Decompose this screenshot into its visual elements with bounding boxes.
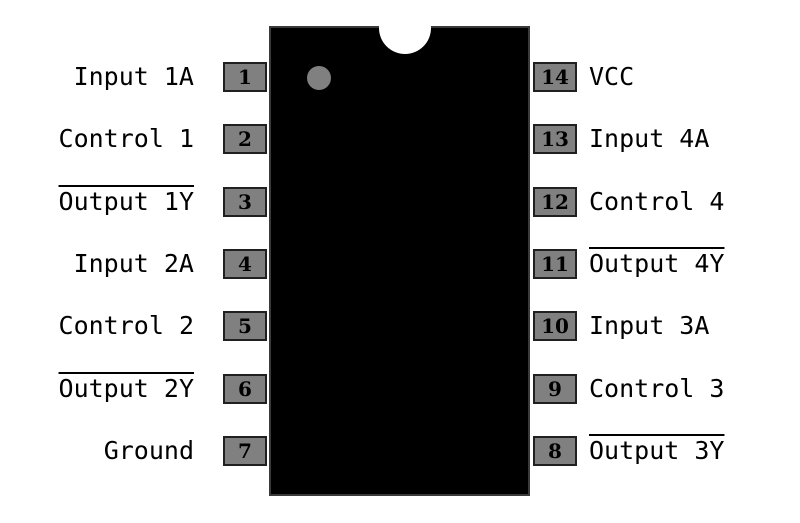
pin-4-label-text: Input 2A [73, 249, 194, 278]
pin-5-label-text: Control 2 [58, 311, 194, 340]
pin-11-label-text: Output 4Y [589, 249, 725, 278]
pin-8-number: 8 [533, 436, 577, 466]
pin-4-number: 4 [223, 249, 267, 279]
pin-5-label: Control 2 [0, 308, 194, 344]
pin-7-label: Ground [0, 433, 194, 469]
pin-5-number: 5 [223, 311, 267, 341]
pin-6-label-text: Output 2Y [58, 374, 194, 403]
pin-8-label: Output 3Y [589, 433, 794, 469]
pin-10-label: Input 3A [589, 308, 794, 344]
pin-14-label-text: VCC [589, 62, 635, 91]
pin-1-number: 1 [223, 62, 267, 92]
pin-7-label-text: Ground [103, 436, 194, 465]
chip-body [269, 2, 530, 496]
pin-12-number: 12 [533, 187, 577, 217]
pin-13-label: Input 4A [589, 121, 794, 157]
pin-1-label-text: Input 1A [73, 62, 194, 91]
pin-13-number: 13 [533, 124, 577, 154]
pin-2-label-text: Control 1 [58, 124, 194, 153]
pin-7-number: 7 [223, 436, 267, 466]
pin-3-label: Output 1Y [0, 184, 194, 220]
pin-2-number: 2 [223, 124, 267, 154]
pin-14-label: VCC [589, 59, 794, 95]
pin-9-label: Control 3 [589, 371, 794, 407]
pin1-indicator-dot [307, 66, 331, 90]
pin-8-label-text: Output 3Y [589, 436, 725, 465]
pin-2-label: Control 1 [0, 121, 194, 157]
pin-1-label: Input 1A [0, 59, 194, 95]
pin-3-number: 3 [223, 187, 267, 217]
pin-11-number: 11 [533, 249, 577, 279]
pin-9-label-text: Control 3 [589, 374, 725, 403]
orientation-notch [379, 2, 431, 54]
pin-14-number: 14 [533, 62, 577, 92]
pin-9-number: 9 [533, 374, 577, 404]
pin-3-label-text: Output 1Y [58, 187, 194, 216]
pin-11-label: Output 4Y [589, 246, 794, 282]
pin-6-number: 6 [223, 374, 267, 404]
pin-10-label-text: Input 3A [589, 311, 710, 340]
pin-6-label: Output 2Y [0, 371, 194, 407]
pin-4-label: Input 2A [0, 246, 194, 282]
pin-10-number: 10 [533, 311, 577, 341]
pin-13-label-text: Input 4A [589, 124, 710, 153]
pin-12-label: Control 4 [589, 184, 794, 220]
pin-12-label-text: Control 4 [589, 187, 725, 216]
